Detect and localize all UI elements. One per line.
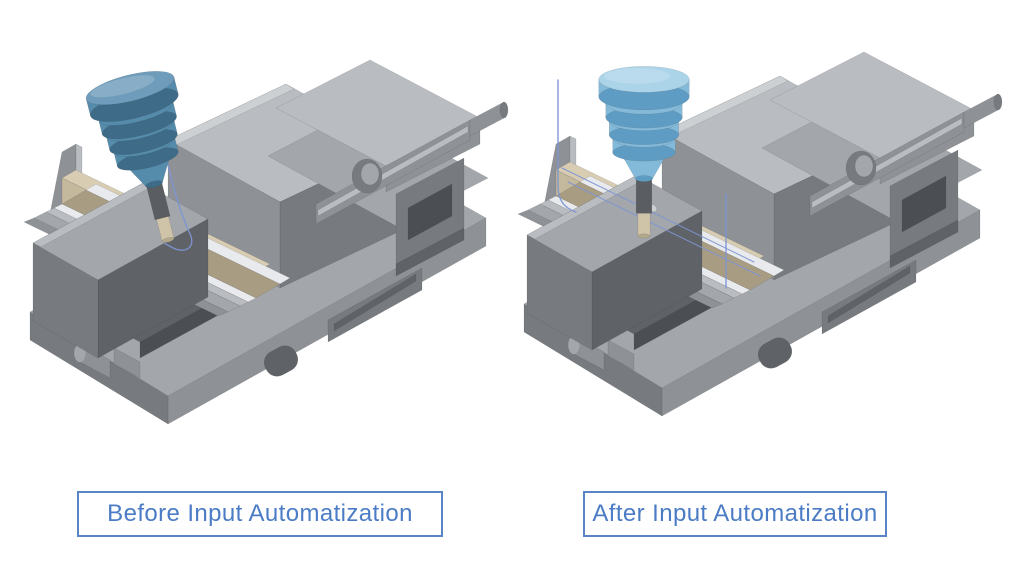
toolpath-lines-after (557, 79, 761, 289)
label-after-text: After Input Automatization (592, 500, 878, 527)
label-before: Before Input Automatization (77, 491, 443, 537)
render-before (23, 59, 509, 425)
render-after (517, 51, 1003, 417)
label-before-text: Before Input Automatization (107, 500, 413, 527)
toolpath-line-before (163, 145, 193, 251)
vise-after (517, 51, 1003, 417)
panel-before (18, 48, 518, 458)
panel-after (512, 40, 1012, 450)
label-after: After Input Automatization (583, 491, 887, 537)
